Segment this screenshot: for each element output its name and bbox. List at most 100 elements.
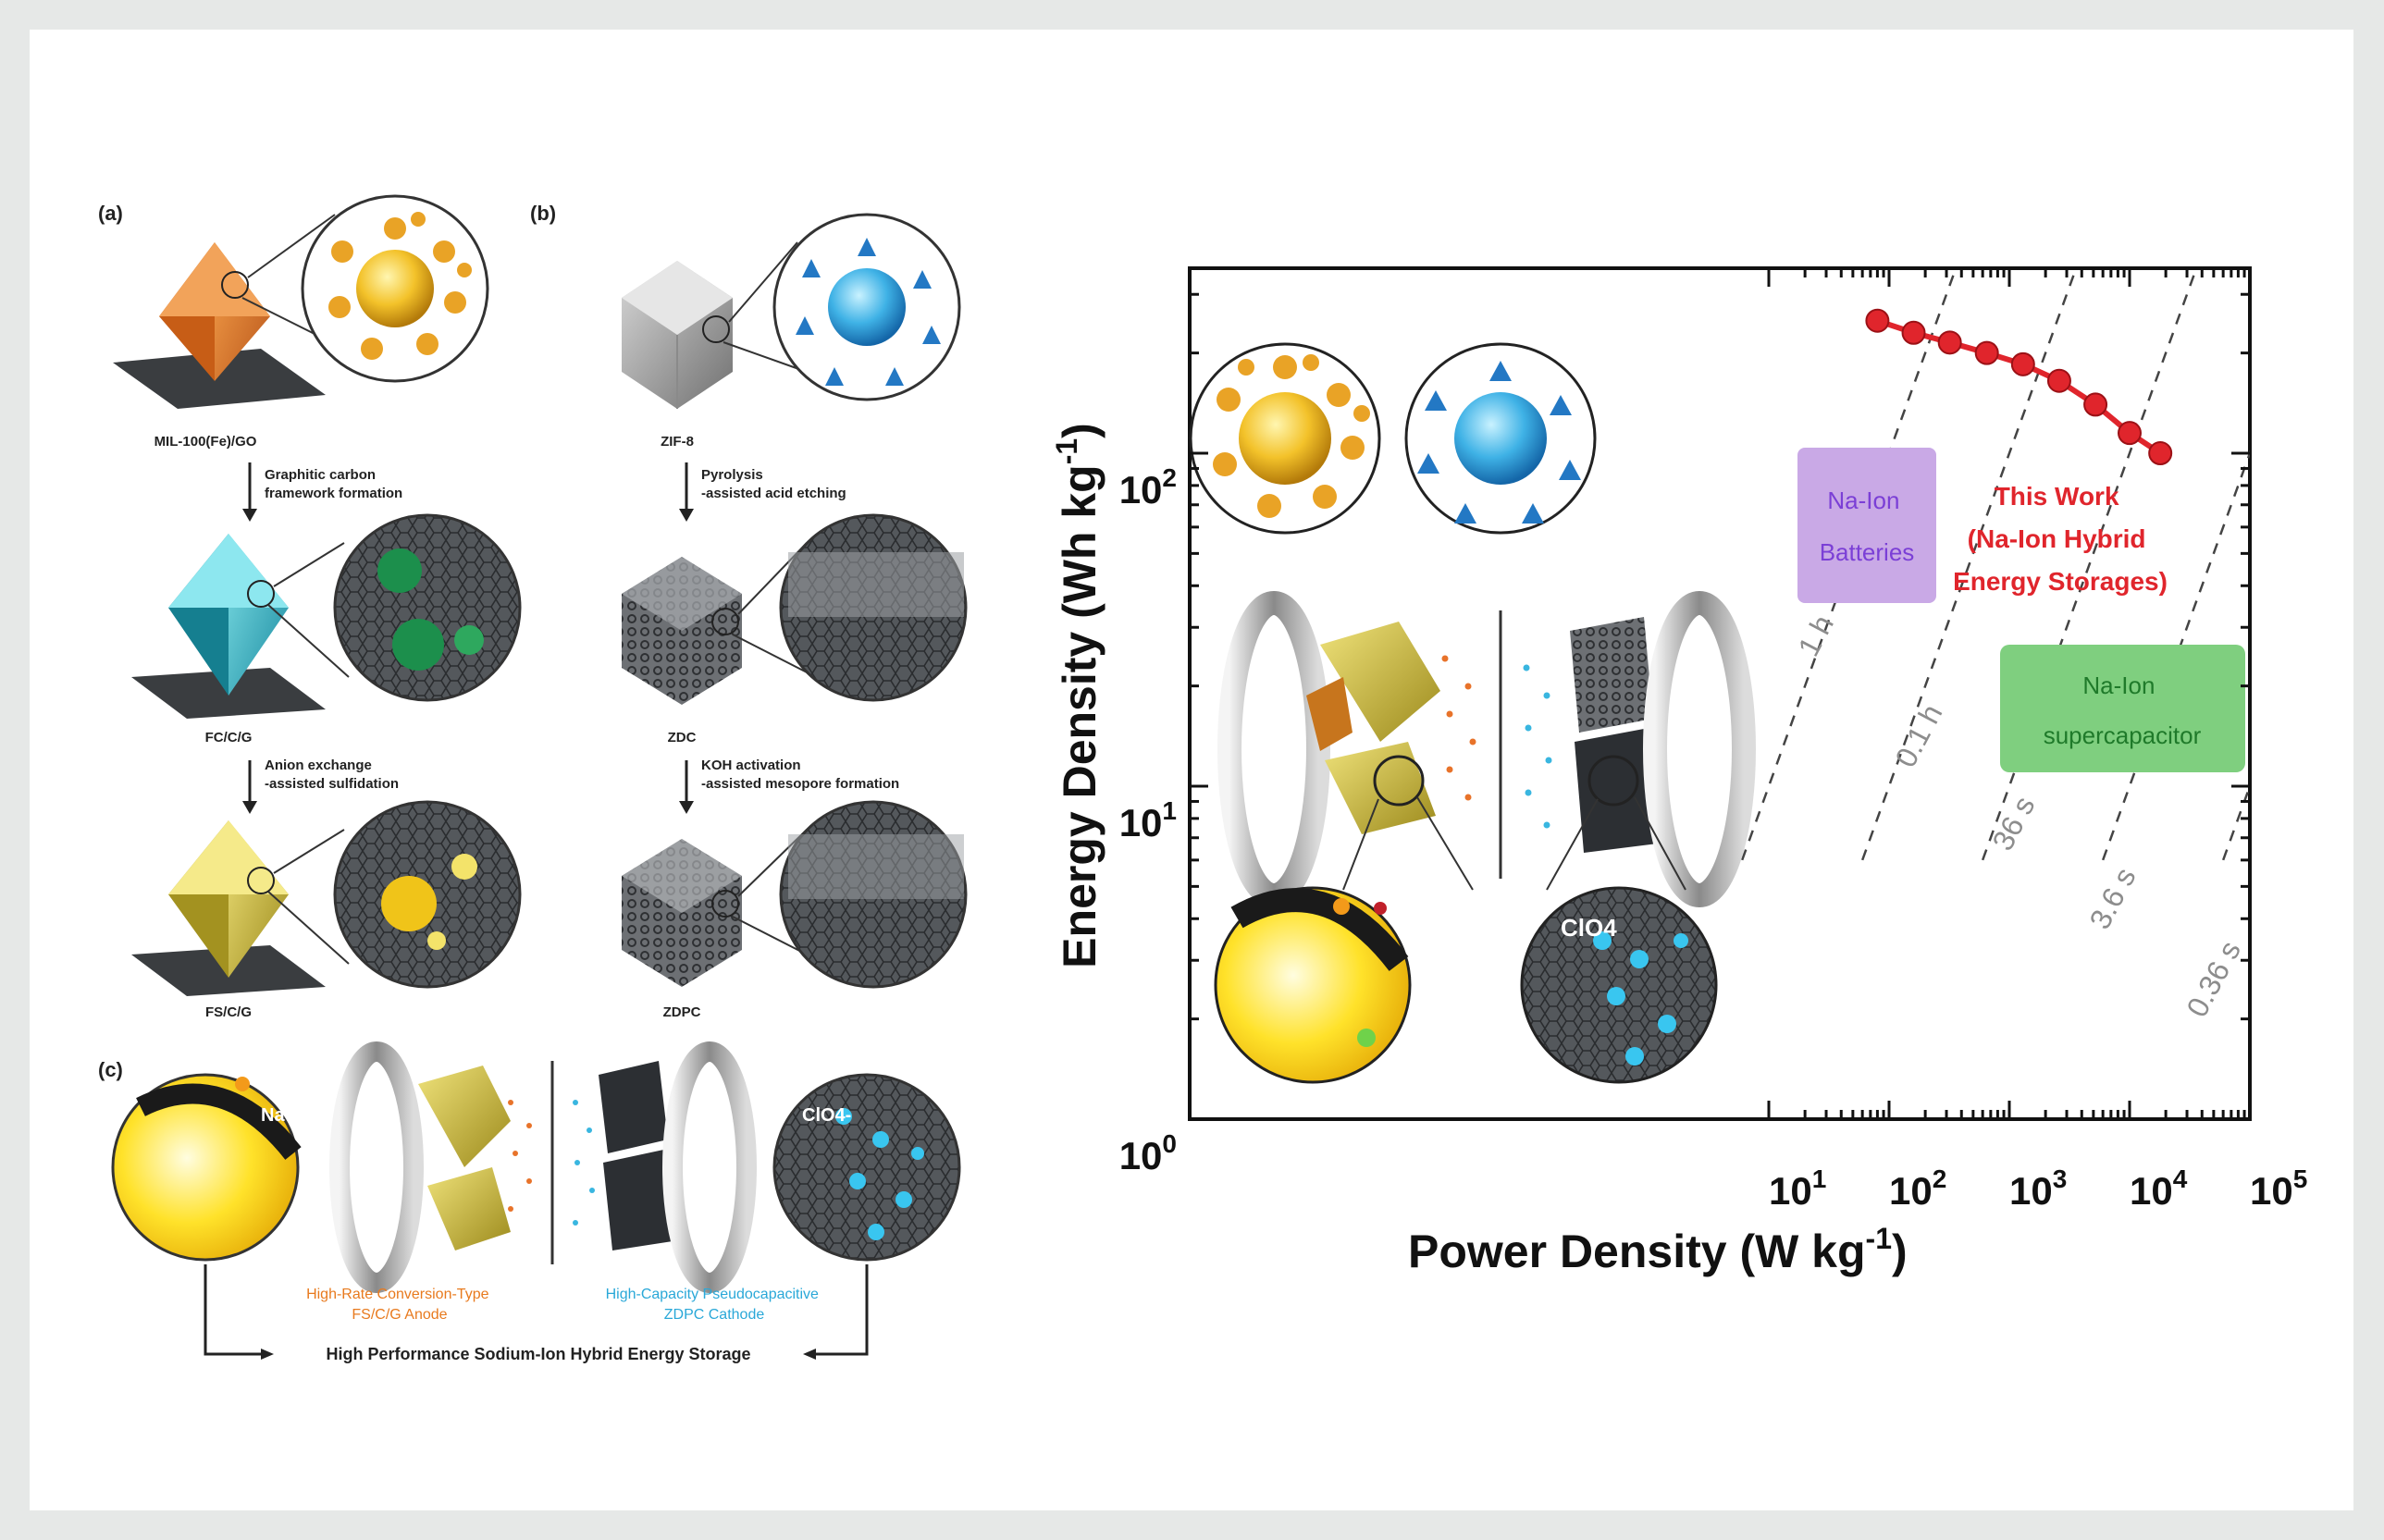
label-fsg: FS/C/G xyxy=(205,1004,252,1020)
step-a2-line1: Anion exchange xyxy=(265,758,372,773)
panel-b-tag: (b) xyxy=(530,202,556,225)
na-zoom-circle: Na+ xyxy=(1214,886,1452,1084)
fsg-octahedron xyxy=(131,800,522,996)
cathode-label-line1: High-Capacity Pseudocapacitive xyxy=(606,1287,819,1302)
panel-a-tag: (a) xyxy=(98,202,123,225)
anode-label-line2: FS/C/G Anode xyxy=(352,1307,447,1323)
data-point-2 xyxy=(1937,330,1962,355)
step-b1-line2: -assisted acid etching xyxy=(701,486,846,501)
fcg-octahedron xyxy=(131,513,522,719)
this-work-line1: This Work xyxy=(1995,482,2119,511)
x-tick-100-exp: 2 xyxy=(1933,1164,1947,1193)
batteries-label-line1: Na-Ion xyxy=(1827,487,1899,514)
arrowhead-a1 xyxy=(242,509,257,522)
x-tick-10-exp: 1 xyxy=(1812,1164,1827,1193)
data-point-3 xyxy=(1974,340,1999,365)
x-tick-1000-base: 10 xyxy=(2009,1169,2053,1213)
y-tick-labels: 100 101 102 xyxy=(1119,463,1177,1177)
x-axis-title-exp: -1 xyxy=(1866,1222,1892,1255)
arrowhead-b1 xyxy=(679,509,694,522)
y-tick-1: 100 xyxy=(1119,1129,1177,1177)
arrowhead-a2 xyxy=(242,801,257,814)
bracket-left xyxy=(204,1264,261,1356)
data-point-7 xyxy=(2118,421,2142,446)
x-axis-title-close: ) xyxy=(1892,1226,1908,1277)
x-tick-1000-exp: 3 xyxy=(2053,1164,2068,1193)
this-work-line3: Energy Storages) xyxy=(1953,567,2168,596)
data-point-1 xyxy=(1901,320,1926,345)
y-axis-title: Energy Density (Wh kg-1) xyxy=(1050,423,1106,968)
x-tick-100000-exp: 5 xyxy=(2293,1164,2308,1193)
x-tick-100: 102 xyxy=(1889,1164,1946,1213)
y-tick-100-base: 10 xyxy=(1119,468,1163,511)
ion-clo4-small: ClO4- xyxy=(802,1105,851,1126)
series-this-work xyxy=(1865,308,2173,465)
bracket-left-head xyxy=(261,1349,274,1360)
supercap-region xyxy=(2000,645,2245,772)
x-tick-10000-exp: 4 xyxy=(2173,1164,2188,1193)
x-tick-labels: 101 102 103 104 105 xyxy=(1769,1164,2307,1213)
cathode-label: High-Capacity Pseudocapacitive ZDPC Cath… xyxy=(606,1287,823,1323)
data-point-0 xyxy=(1865,308,1890,333)
x-tick-10-base: 10 xyxy=(1769,1169,1812,1213)
x-tick-10000: 104 xyxy=(2130,1164,2188,1213)
step-a1: Graphitic carbon framework formation xyxy=(265,467,402,501)
y-axis-title-main: Energy Density (Wh kg xyxy=(1054,464,1106,968)
step-b2-line1: KOH activation xyxy=(701,758,801,773)
bottom-caption: High Performance Sodium-Ion Hybrid Energ… xyxy=(326,1345,750,1363)
figure-card: (a) (b) MIL-100(Fe)/GO xyxy=(30,30,2353,1510)
x-tick-10000-base: 10 xyxy=(2130,1169,2173,1213)
step-a2: Anion exchange -assisted sulfidation xyxy=(265,758,399,792)
step-a1-line2: framework formation xyxy=(265,486,402,501)
ion-clo4: ClO4 xyxy=(1561,914,1617,942)
panel-c-tag: (c) xyxy=(98,1058,123,1081)
supercap-label-line1: Na-Ion xyxy=(2082,671,2155,699)
y-tick-1-exp: 0 xyxy=(1162,1129,1177,1158)
bracket-right xyxy=(816,1264,869,1356)
label-mil-100: MIL-100(Fe)/GO xyxy=(154,434,257,450)
zdc-cube xyxy=(622,513,968,705)
label-zif8: ZIF-8 xyxy=(661,434,694,450)
mil-octahedron xyxy=(113,194,489,409)
x-tick-100000-base: 10 xyxy=(2250,1169,2293,1213)
batteries-label-line2: Batteries xyxy=(1820,538,1915,566)
this-work-label: This Work (Na-Ion Hybrid Energy Storages… xyxy=(1953,482,2168,596)
arrowhead-b2 xyxy=(679,801,694,814)
cathode-label-line2: ZDPC Cathode xyxy=(664,1307,765,1323)
supercap-label: Na-Ion supercapacitor xyxy=(2044,671,2202,749)
x-tick-100000: 105 xyxy=(2250,1164,2307,1213)
x-axis-title-main: Power Density (W kg xyxy=(1408,1226,1866,1277)
data-point-4 xyxy=(2010,351,2035,376)
step-b1-line1: Pyrolysis xyxy=(701,467,763,483)
data-point-8 xyxy=(2148,441,2173,465)
y-tick-100-exp: 2 xyxy=(1162,463,1177,492)
supercap-label-line2: supercapacitor xyxy=(2044,721,2202,749)
ragone-plot: 1 h0.1 h36 s3.6 s0.36 s xyxy=(1050,266,2307,1277)
y-tick-1-base: 10 xyxy=(1119,1134,1163,1177)
x-tick-100-base: 10 xyxy=(1889,1169,1933,1213)
step-b1: Pyrolysis -assisted acid etching xyxy=(701,467,846,501)
bracket-right-head xyxy=(803,1349,816,1360)
label-zdpc: ZDPC xyxy=(663,1004,701,1020)
y-tick-10-exp: 1 xyxy=(1162,796,1177,825)
y-tick-10: 101 xyxy=(1119,796,1177,844)
anode-label: High-Rate Conversion-Type FS/C/G Anode xyxy=(306,1287,493,1323)
step-a2-line2: -assisted sulfidation xyxy=(265,776,399,792)
x-tick-10: 101 xyxy=(1769,1164,1826,1213)
y-tick-10-base: 10 xyxy=(1119,801,1163,844)
time-line-1 xyxy=(1860,268,2078,861)
y-axis-title-exp: -1 xyxy=(1050,438,1083,464)
axis-ticks xyxy=(1190,268,2252,1121)
ion-na-small: Na+ xyxy=(261,1105,295,1126)
anode-label-line1: High-Rate Conversion-Type xyxy=(306,1287,489,1302)
label-zdc: ZDC xyxy=(668,730,697,745)
label-fcg: FC/C/G xyxy=(205,730,253,745)
data-point-5 xyxy=(2046,368,2071,393)
x-tick-1000: 103 xyxy=(2009,1164,2067,1213)
step-a1-line1: Graphitic carbon xyxy=(265,467,376,483)
schematic-panel: (a) (b) MIL-100(Fe)/GO xyxy=(98,194,968,1363)
ion-na: Na+ xyxy=(1408,914,1452,942)
ragone-illustrations: Na+ ClO4 xyxy=(1189,342,1756,1084)
batteries-label: Na-Ion Batteries xyxy=(1820,487,1915,566)
clo4-zoom-circle: ClO4 xyxy=(1520,886,1718,1084)
